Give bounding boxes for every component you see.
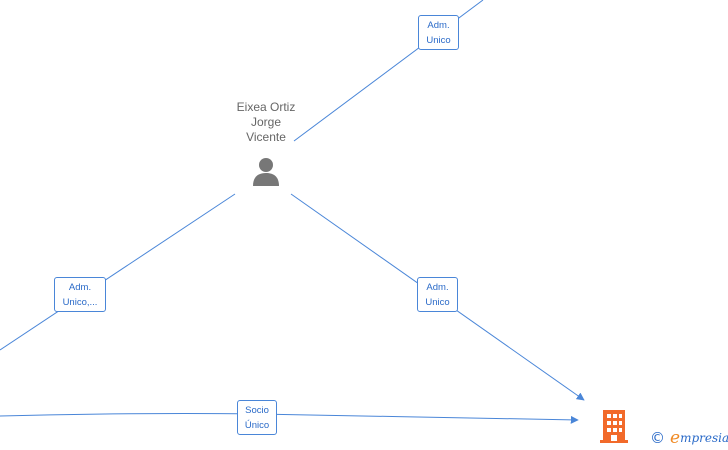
edge-label-line: Unico,... (62, 296, 98, 308)
edge-label-line: Socio (245, 404, 269, 416)
edge-label-adm-unico-right[interactable]: Adm. Unico (417, 277, 458, 312)
copyright-brand: © e mpresia (650, 428, 728, 448)
edge-label-adm-unico-top[interactable]: Adm. Unico (418, 15, 459, 50)
person-name-line-2: Jorge (250, 115, 282, 129)
edge-label-line: Unico (425, 296, 450, 308)
edge-line-left (0, 193, 236, 351)
edge-line-socio (0, 412, 579, 424)
copyright-symbol: © (650, 429, 665, 447)
person-name-line-3: Vicente (246, 130, 286, 144)
edge-label-line: Unico (426, 34, 451, 46)
edge-label-adm-unico-left[interactable]: Adm. Unico,... (54, 277, 106, 312)
person-name-line-1: Eixea Ortiz (236, 100, 296, 114)
edge-label-line: Adm. (426, 281, 449, 293)
company-building-icon[interactable] (598, 408, 630, 444)
edge-label-socio-unico[interactable]: Socio Único (237, 400, 277, 435)
person-icon[interactable] (250, 156, 282, 188)
edge-label-line: Adm. (68, 281, 92, 293)
edge-label-line: Adm. (427, 19, 450, 31)
brand-logo-initial: e (670, 428, 681, 448)
brand-logo-text: mpresia (680, 431, 728, 445)
edge-label-line: Único (244, 419, 270, 431)
person-name[interactable]: Eixea Ortiz Jorge Vicente (214, 100, 318, 145)
